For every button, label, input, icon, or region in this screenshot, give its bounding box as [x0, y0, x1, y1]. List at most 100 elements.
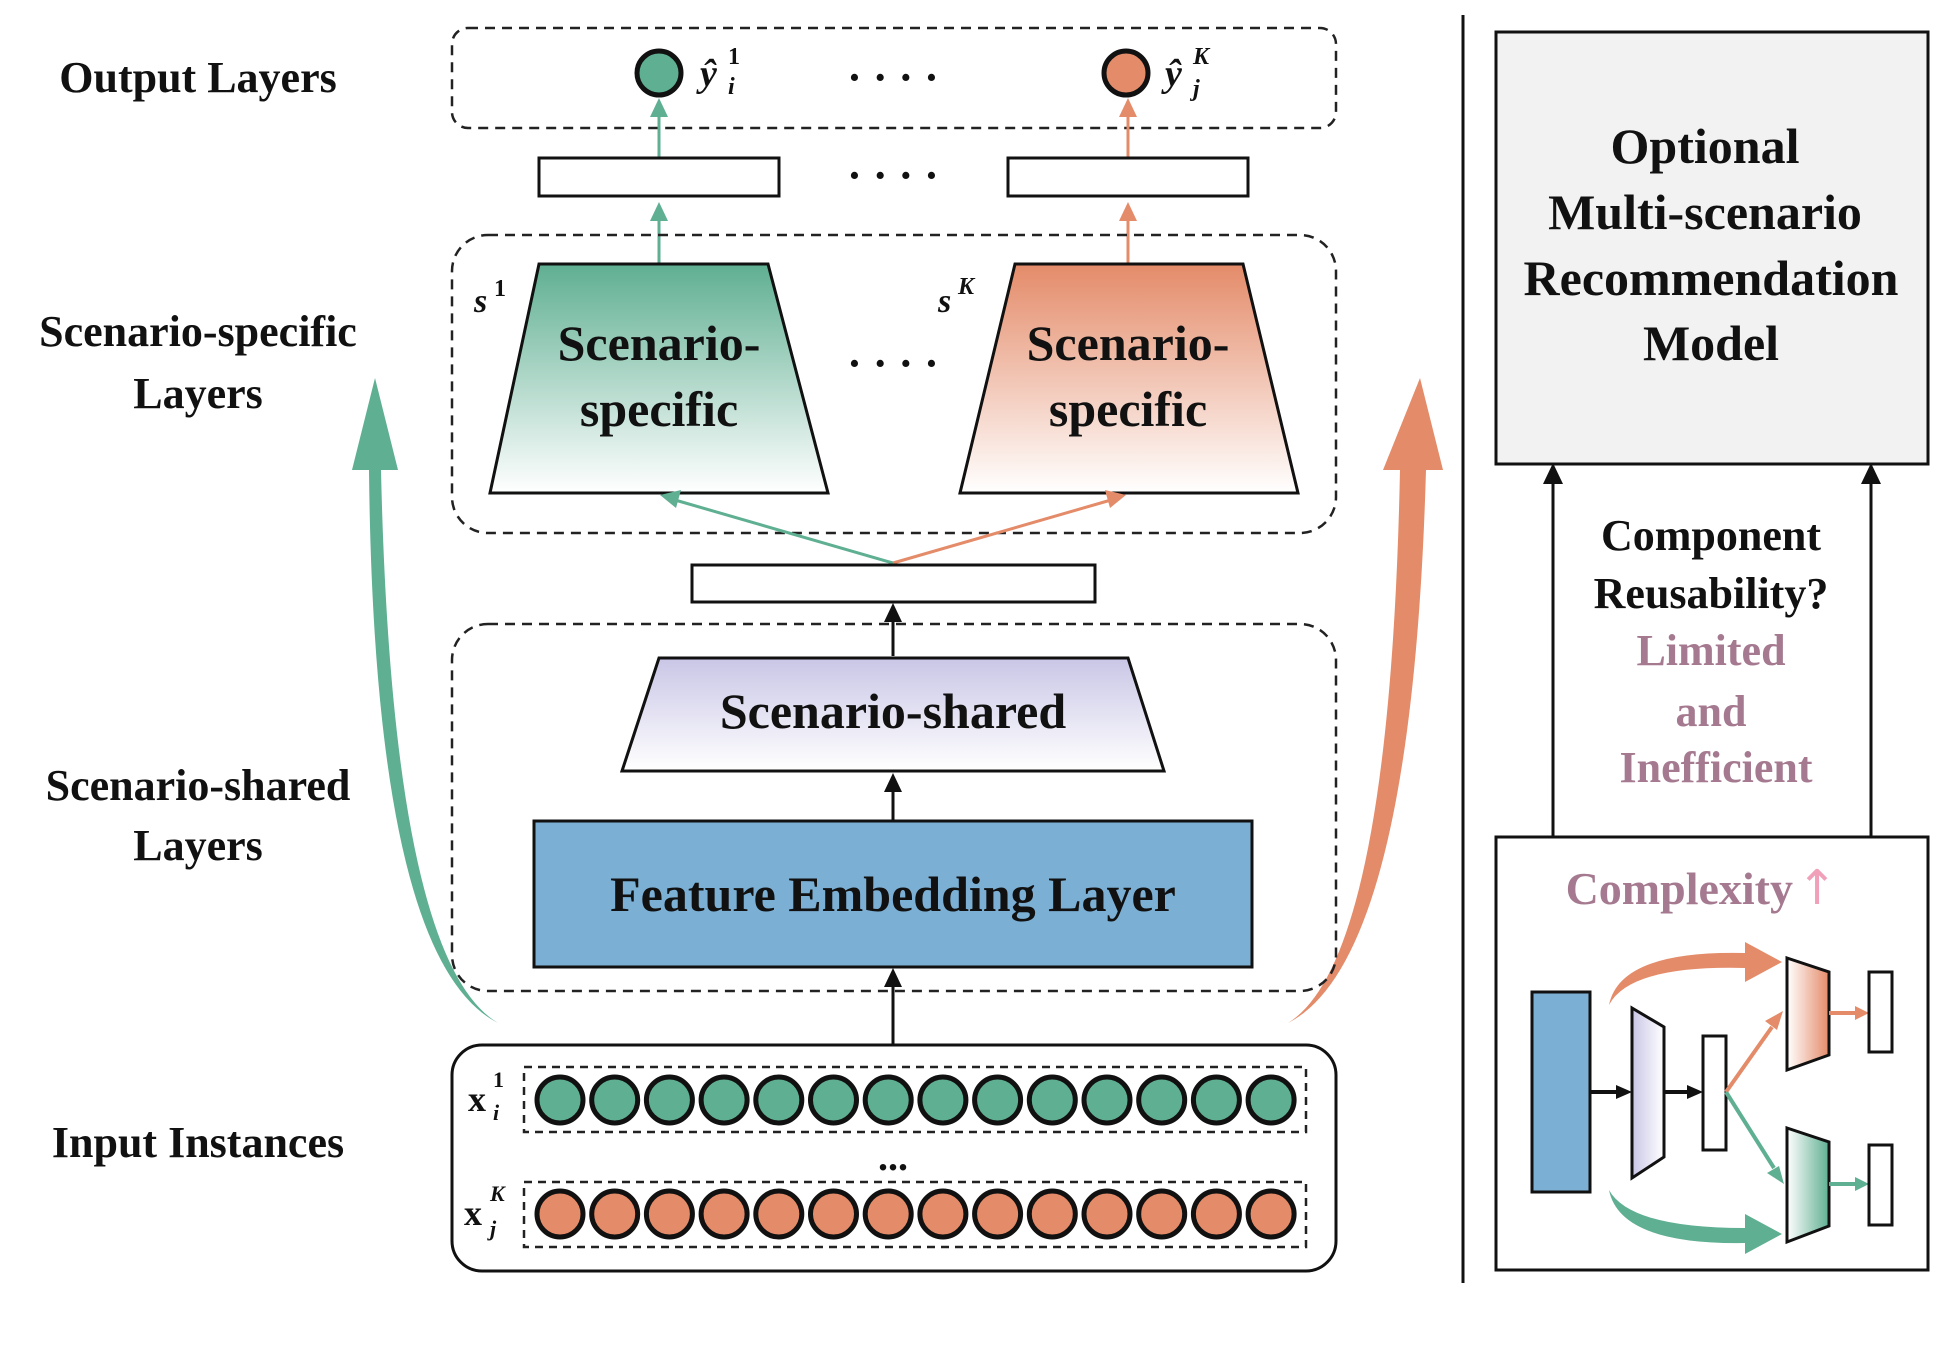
output-left-base: ŷ — [696, 53, 717, 95]
specific-dots: · · · · — [847, 339, 939, 388]
scenario-left-sup: 1 — [494, 276, 506, 302]
scenario-label-left: s 1 — [473, 276, 506, 320]
scenario-left-base: s — [473, 283, 487, 320]
scenario-shared-label: Scenario-shared — [720, 683, 1066, 739]
output-dots: · · · · — [847, 53, 939, 102]
mini-arrow-shared-rep — [1664, 1085, 1703, 1099]
input-top-base: x — [468, 1079, 486, 1119]
output-node-green — [634, 48, 684, 98]
scenario-label-right: s K — [937, 274, 976, 320]
input-feature-green — [534, 1074, 586, 1126]
mini-bypass-arrow-orange — [1609, 942, 1782, 1005]
output-right-sub: j — [1189, 76, 1200, 102]
output-node-orange — [1101, 48, 1151, 98]
tower-left-line1: Scenario- — [558, 315, 761, 371]
input-top-sup: 1 — [493, 1067, 504, 1092]
arrow-shared-to-specific-orange — [892, 490, 1126, 565]
input-feature-green — [698, 1074, 750, 1126]
mini-arrow-green-out — [1829, 1177, 1869, 1191]
scenario-shared-group — [450, 622, 1338, 993]
output-left-sup: 1 — [728, 44, 740, 70]
input-feature-orange — [808, 1188, 859, 1240]
input-feature-orange — [589, 1188, 641, 1240]
arrow-tower-to-hidden-orange — [1119, 202, 1137, 264]
input-feature-green — [808, 1074, 859, 1126]
feature-embedding-layer — [532, 819, 1254, 969]
output-layers-group — [450, 26, 1338, 130]
arrow-tower-to-hidden-green — [650, 202, 668, 264]
scenario-right-sup: K — [957, 274, 976, 300]
scenario-specific-tower-right — [958, 262, 1300, 495]
input-row-bottom — [522, 1180, 1308, 1249]
question-line-1: Component — [1601, 511, 1821, 560]
input-feature-green — [1190, 1074, 1242, 1126]
input-feature-green — [1136, 1074, 1188, 1126]
label-input-instances: Input Instances — [52, 1118, 344, 1167]
input-feature-orange — [1026, 1188, 1078, 1240]
arrow-reuse-right — [1861, 463, 1881, 837]
input-feature-row-green — [534, 1074, 1297, 1126]
arrow-hidden-to-output-orange — [1119, 98, 1137, 158]
model-line-1: Optional — [1611, 118, 1800, 174]
scenario-shared-tower — [619, 656, 1167, 773]
arrow-hidden-to-output-green — [650, 98, 668, 158]
input-ellipsis: ... — [878, 1134, 908, 1179]
optional-model-box — [1494, 30, 1930, 466]
mini-arrow-orange-out — [1829, 1006, 1869, 1020]
input-feature-orange — [698, 1188, 750, 1240]
input-feature-orange — [534, 1188, 586, 1240]
input-instances-group — [450, 1043, 1338, 1273]
arrow-reuse-left — [1543, 463, 1563, 837]
mini-output-green — [1867, 1143, 1894, 1227]
output-left-sub: i — [728, 74, 735, 100]
tower-right-line1: Scenario- — [1027, 315, 1230, 371]
input-feature-green — [1026, 1074, 1078, 1126]
input-feature-green — [917, 1074, 969, 1126]
input-feature-orange — [1136, 1188, 1188, 1240]
input-bottom-sup: K — [489, 1181, 506, 1206]
mini-tower-green — [1785, 1125, 1831, 1245]
input-feature-orange — [1190, 1188, 1242, 1240]
scenario-right-base: s — [937, 283, 951, 320]
output-right-sup: K — [1192, 44, 1211, 70]
shared-representation-box — [690, 563, 1097, 604]
complexity-up-arrow: ↑ — [1797, 860, 1837, 916]
model-line-2: Multi-scenario — [1548, 184, 1862, 240]
scenario-specific-tower-left — [488, 262, 830, 495]
input-top-sub: i — [493, 1100, 500, 1125]
label-scenario-specific-line2: Layers — [133, 369, 263, 418]
input-feature-green — [1081, 1074, 1133, 1126]
label-output-layers: Output Layers — [59, 53, 336, 102]
input-bottom-sub: j — [487, 1216, 497, 1241]
model-line-4: Model — [1643, 315, 1779, 371]
arrow-embedding-to-shared — [884, 773, 902, 821]
input-feature-green — [753, 1074, 805, 1126]
hidden-box-right — [1006, 156, 1250, 198]
answer-line-3: Inefficient — [1619, 743, 1812, 792]
input-feature-green — [643, 1074, 695, 1126]
output-label-left: ŷ 1 i — [696, 44, 740, 100]
question-line-2: Reusability? — [1594, 569, 1829, 618]
label-scenario-shared-line2: Layers — [133, 821, 263, 870]
input-row-top — [522, 1065, 1308, 1134]
input-feature-row-orange — [534, 1188, 1297, 1240]
hidden-dots: · · · · — [847, 151, 939, 200]
tower-right-line2: specific — [1049, 381, 1207, 437]
arrow-input-to-embedding — [884, 968, 902, 1045]
mini-arrow-split-green — [1724, 1090, 1784, 1184]
output-label-right: ŷ K j — [1161, 44, 1211, 102]
input-feature-green — [972, 1074, 1024, 1126]
answer-line-1: Limited — [1636, 626, 1785, 675]
input-label-top: x 1 i — [468, 1067, 504, 1125]
big-green-curve-arrow — [352, 378, 498, 1023]
mini-shared-tower — [1630, 1005, 1666, 1181]
input-feature-orange — [643, 1188, 695, 1240]
input-feature-orange — [1245, 1188, 1297, 1240]
complexity-label: Complexity — [1566, 863, 1793, 914]
mini-embedding-block — [1530, 990, 1592, 1194]
arrow-shared-to-specific-green — [660, 490, 894, 565]
mini-arrow-split-orange — [1724, 1011, 1783, 1094]
input-feature-orange — [1081, 1188, 1133, 1240]
input-feature-orange — [862, 1188, 914, 1240]
